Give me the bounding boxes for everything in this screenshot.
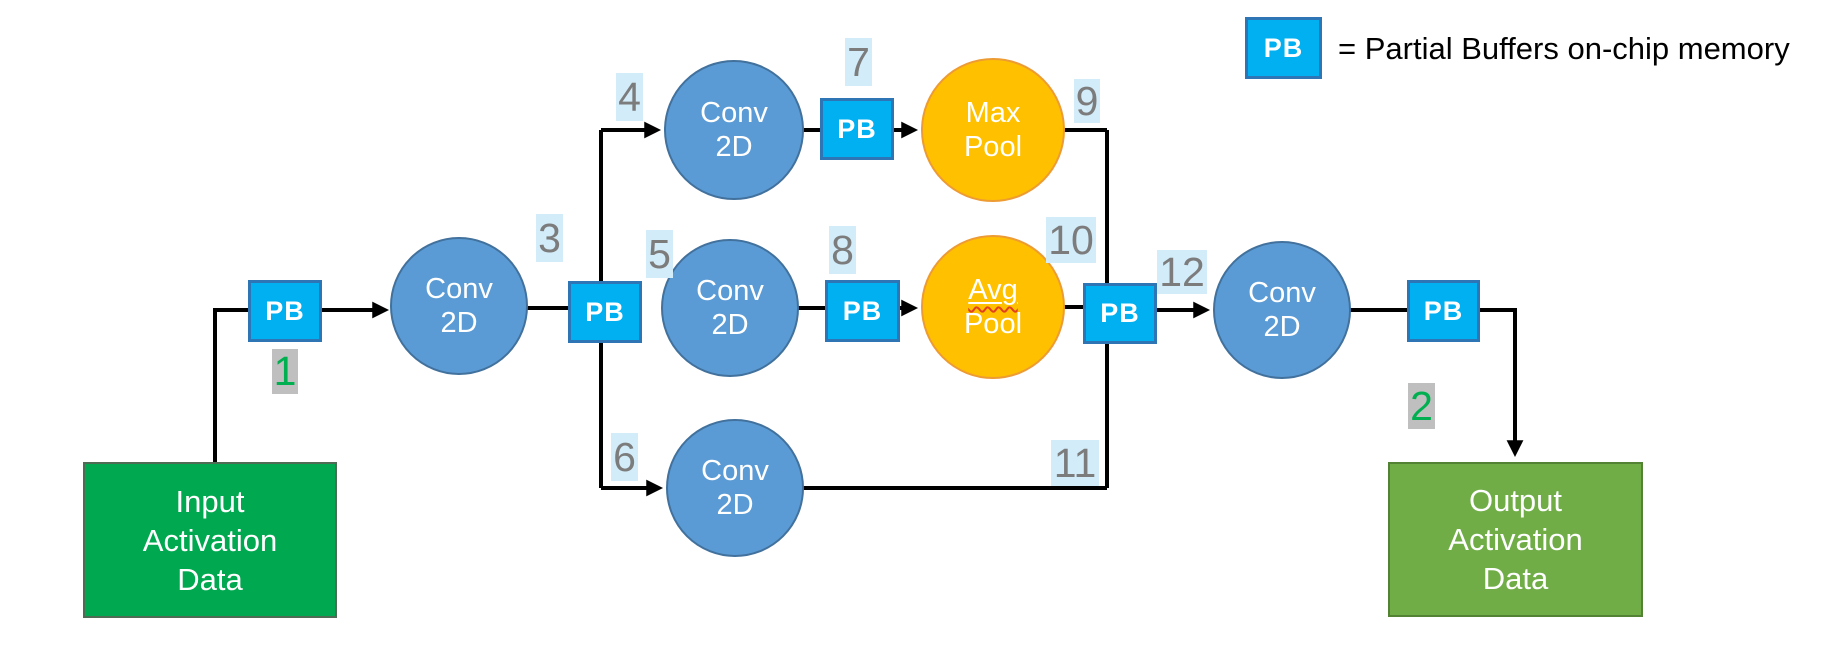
input-box-line2: Activation: [142, 522, 278, 558]
step-label-10: 10: [1046, 217, 1096, 263]
pb-node-merge: PB: [1083, 283, 1157, 344]
conv2d-node-first: Conv 2D: [390, 237, 528, 375]
output-box-line2: Activation: [1448, 522, 1583, 557]
input-activation-data-box: Input Activation Data: [83, 462, 337, 618]
step-label-12: 12: [1157, 249, 1207, 295]
conv2d-node-last: Conv 2D: [1213, 241, 1351, 379]
pb-node-after-input: PB: [248, 280, 322, 342]
output-box-line3: Data: [1482, 561, 1549, 596]
step-label-6: 6: [611, 433, 638, 481]
step-label-8: 8: [829, 226, 856, 274]
pb-node-top-branch: PB: [820, 98, 894, 160]
conv2d-label-line1: Conv: [425, 273, 493, 305]
step-label-5: 5: [646, 230, 673, 278]
max-pool-label-line2: Pool: [963, 131, 1023, 163]
conv2d-node-middle-branch: Conv 2D: [661, 239, 799, 377]
conv2d-label-line2: 2D: [440, 307, 478, 339]
conv2d-label-line2: 2D: [711, 309, 749, 341]
conv2d-label-line1: Conv: [701, 455, 769, 487]
legend-pb-swatch: PB: [1245, 17, 1322, 79]
avg-pool-node: Avg Pool: [921, 235, 1065, 379]
conv2d-label-line1: Conv: [696, 275, 764, 307]
pb-node-before-output: PB: [1407, 280, 1480, 342]
conv2d-label-line2: 2D: [716, 489, 754, 521]
max-pool-label-line1: Max: [965, 97, 1021, 129]
pb-node-middle-branch: PB: [825, 280, 900, 342]
step-label-11: 11: [1051, 440, 1099, 486]
conv2d-label-line1: Conv: [700, 97, 768, 129]
avg-pool-misspell-squiggle: Avg: [968, 274, 1018, 306]
conv2d-label-line2: 2D: [1263, 311, 1301, 343]
step-label-9: 9: [1074, 77, 1100, 124]
conv2d-label-line2: 2D: [715, 131, 753, 163]
step-label-1: 1: [272, 348, 298, 394]
step-label-3: 3: [536, 214, 563, 262]
wire-input-riser: [213, 308, 252, 464]
avg-pool-label-line2: Pool: [963, 308, 1023, 340]
max-pool-node: Max Pool: [921, 58, 1065, 202]
conv2d-node-bottom-branch: Conv 2D: [666, 419, 804, 557]
step-label-4: 4: [616, 73, 643, 121]
step-label-2: 2: [1408, 383, 1435, 429]
conv2d-node-top-branch: Conv 2D: [664, 60, 804, 200]
conv2d-label-line1: Conv: [1248, 277, 1316, 309]
step-label-7: 7: [845, 38, 872, 86]
output-box-line1: Output: [1468, 483, 1563, 518]
input-box-line1: Input: [175, 483, 245, 519]
output-activation-data-box: Output Activation Data: [1388, 462, 1643, 617]
wire-pbout-to-output: [1480, 308, 1524, 458]
pb-node-split: PB: [568, 281, 642, 343]
input-box-line3: Data: [177, 561, 243, 597]
avg-pool-label-line1: Avg: [968, 273, 1017, 307]
legend-definition-text: = Partial Buffers on-chip memory: [1338, 31, 1790, 66]
